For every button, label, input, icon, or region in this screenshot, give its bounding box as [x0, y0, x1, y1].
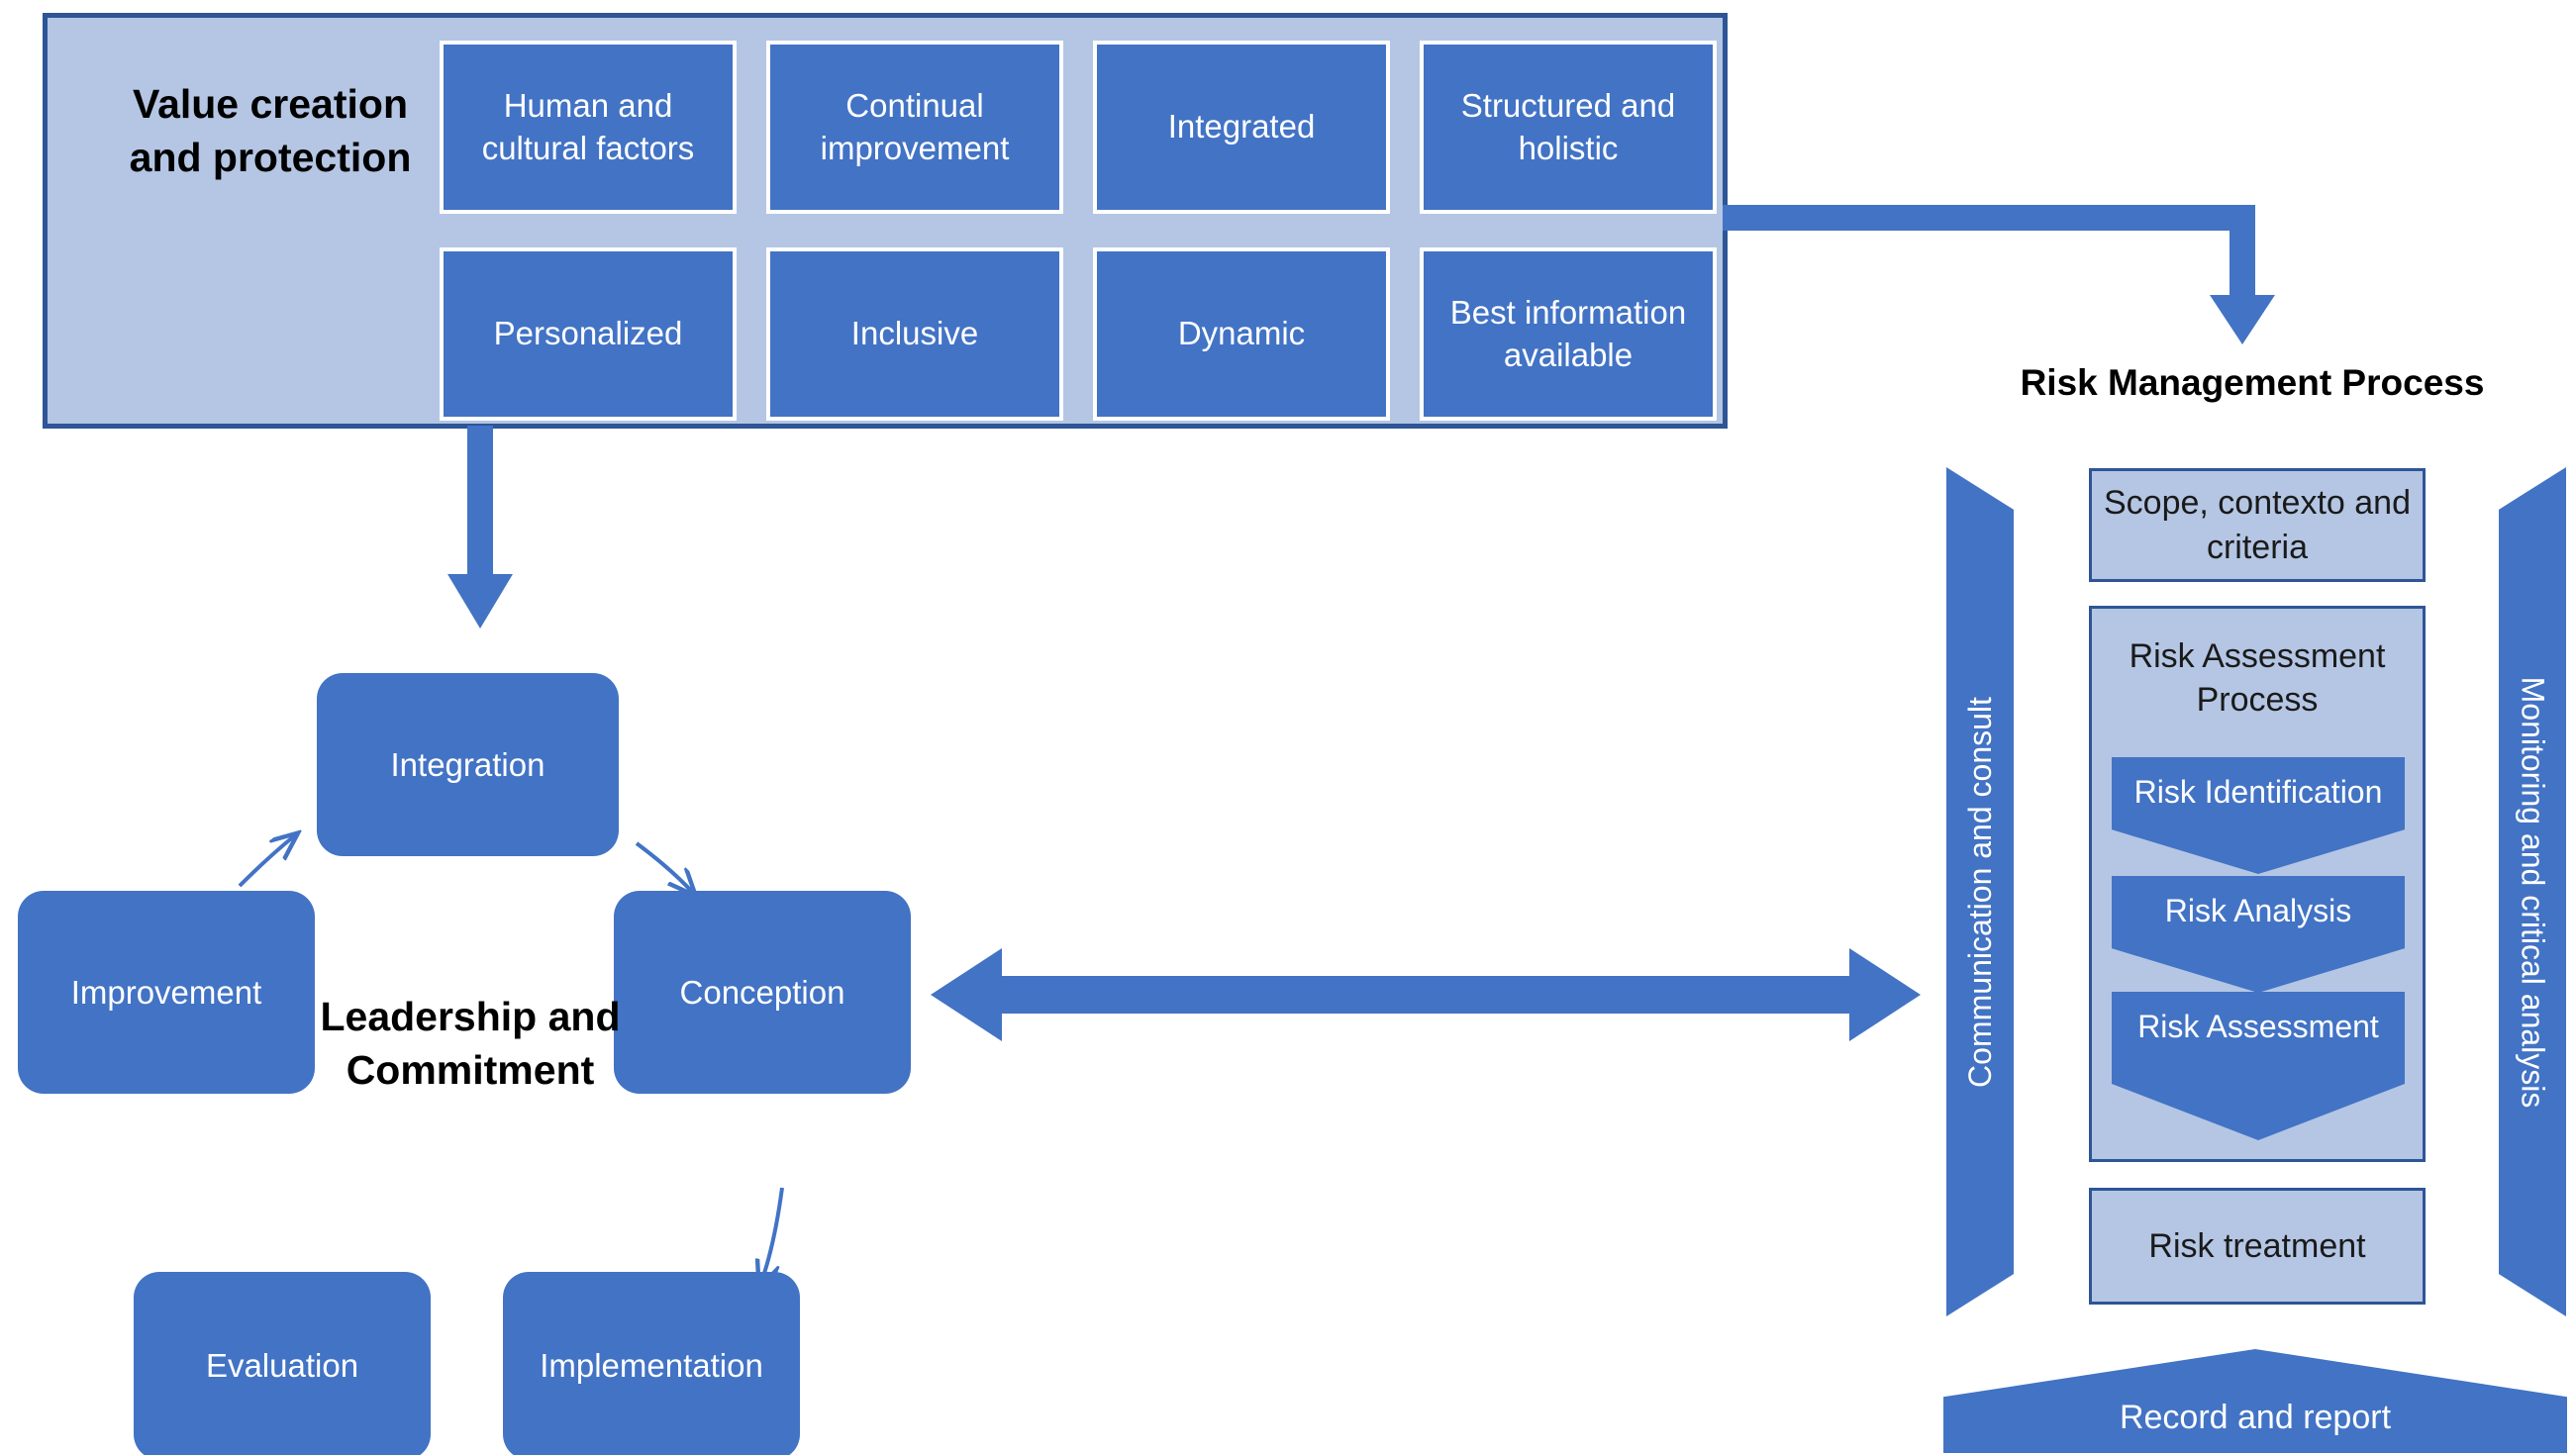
process-treatment-label: Risk treatment — [2148, 1226, 2366, 1265]
principle-label: Dynamic — [1177, 315, 1306, 352]
process-title: Risk Management Process — [2020, 362, 2485, 403]
process-step-label: Risk Assessment — [2137, 1009, 2379, 1044]
process-right-bar: Monitoring and critical analysis — [2499, 467, 2566, 1316]
connector-panel-to-framework-icon — [447, 426, 513, 629]
framework-node-integration[interactable]: Integration — [317, 673, 619, 856]
process-right-bar-label: Monitoring and critical analysis — [2515, 676, 2551, 1108]
process-assessment-container-label: Risk Assessment Process — [2129, 637, 2386, 720]
principle-box-dynamic[interactable]: Dynamic — [1093, 247, 1390, 421]
connector-framework-to-process-icon — [931, 948, 1921, 1041]
principle-label: Personalized — [493, 315, 683, 352]
framework-cycle-arrows-icon — [238, 633, 784, 1455]
principle-label: Structured and holistic — [1460, 87, 1676, 166]
framework-node-label: Integration — [390, 745, 545, 783]
principle-box-human-and-cultural-factors[interactable]: Human and cultural factors — [440, 41, 737, 214]
principle-box-best-information-available[interactable]: Best information available — [1420, 247, 1717, 421]
principle-box-inclusive[interactable]: Inclusive — [766, 247, 1063, 421]
process-scope-label: Scope, contexto and criteria — [2103, 484, 2411, 566]
framework-node-label: Conception — [679, 973, 845, 1011]
process-step-label: Risk Analysis — [2164, 893, 2352, 928]
framework-node-implementation[interactable]: Implementation — [503, 1272, 800, 1455]
process-record-label: Record and report — [2119, 1399, 2392, 1436]
connector-panel-to-process-icon — [1723, 205, 2275, 344]
principle-label: Inclusive — [850, 315, 979, 352]
framework-node-evaluation[interactable]: Evaluation — [134, 1272, 431, 1455]
process-left-bar-label: Communication and consult — [1961, 696, 1998, 1088]
process-step-risk-analysis[interactable]: Risk Analysis — [2112, 876, 2405, 993]
principle-label: Human and cultural factors — [481, 87, 695, 166]
framework-node-improvement[interactable]: Improvement — [18, 891, 315, 1094]
principle-label: Integrated — [1167, 108, 1316, 146]
principle-box-integrated[interactable]: Integrated — [1093, 41, 1390, 214]
principle-box-continual-improvement[interactable]: Continual improvement — [766, 41, 1063, 214]
framework-node-label: Improvement — [70, 973, 262, 1011]
principle-box-personalized[interactable]: Personalized — [440, 247, 737, 421]
principle-box-structured-and-holistic[interactable]: Structured and holistic — [1420, 41, 1717, 214]
framework-node-label: Evaluation — [205, 1347, 359, 1385]
framework-node-label: Implementation — [540, 1347, 763, 1385]
principles-panel: Value creation and protection Human and … — [43, 13, 1728, 429]
principles-center-label: Value creation and protection — [129, 81, 412, 181]
process-left-bar: Communication and consult — [1946, 467, 2014, 1316]
principle-label: Best information available — [1449, 294, 1687, 373]
framework-node-conception[interactable]: Conception — [614, 891, 911, 1094]
principle-label: Continual improvement — [820, 87, 1010, 166]
process-treatment-box[interactable]: Risk treatment — [2089, 1188, 2426, 1305]
framework-center-label: Leadership and Commitment — [320, 994, 621, 1094]
process-step-label: Risk Identification — [2133, 774, 2383, 810]
process-scope-box[interactable]: Scope, contexto and criteria — [2089, 468, 2426, 582]
process-record-and-report[interactable]: Record and report — [1943, 1349, 2567, 1453]
